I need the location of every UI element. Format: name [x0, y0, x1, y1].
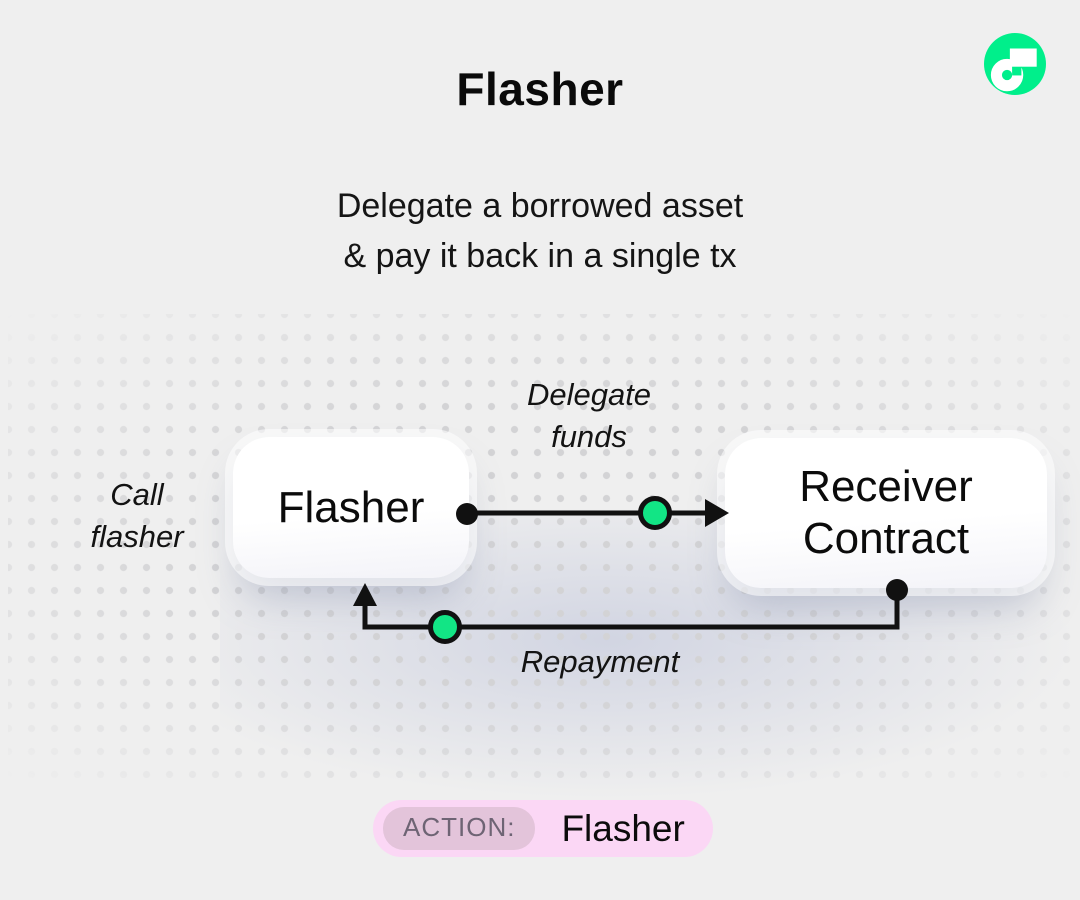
subtitle-line-1: Delegate a borrowed asset [336, 187, 744, 225]
delegate-funds-arrow [456, 496, 729, 530]
subtitle-line-2: & pay it back in a single tx [343, 237, 737, 275]
receiver-node-line-1: Receiver [799, 462, 973, 511]
action-chip: ACTION: [383, 807, 536, 850]
flasher-node-label: Flasher [277, 482, 425, 532]
action-value: Flasher [561, 807, 685, 849]
page-subtitle: Delegate a borrowed asset & pay it back … [0, 181, 1080, 281]
receiver-node-line-2: Contract [802, 514, 970, 563]
receiver-node-label: Receiver Contract [799, 461, 973, 565]
delegate-funds-label: Delegate funds [526, 377, 652, 454]
page-title: Flasher [456, 63, 624, 115]
flasher-node: Flasher [233, 437, 469, 578]
receiver-contract-node: Receiver Contract [725, 438, 1047, 588]
repayment-progress-dot [428, 610, 462, 644]
delegate-progress-dot [638, 496, 672, 530]
flow-logo-icon [984, 33, 1046, 95]
arrowhead-up-icon [353, 583, 377, 606]
call-flasher-label: Call flasher [90, 477, 184, 554]
repayment-label: Repayment [520, 644, 680, 679]
repayment-arrow [353, 579, 908, 644]
action-badge: ACTION: Flasher [373, 800, 713, 857]
